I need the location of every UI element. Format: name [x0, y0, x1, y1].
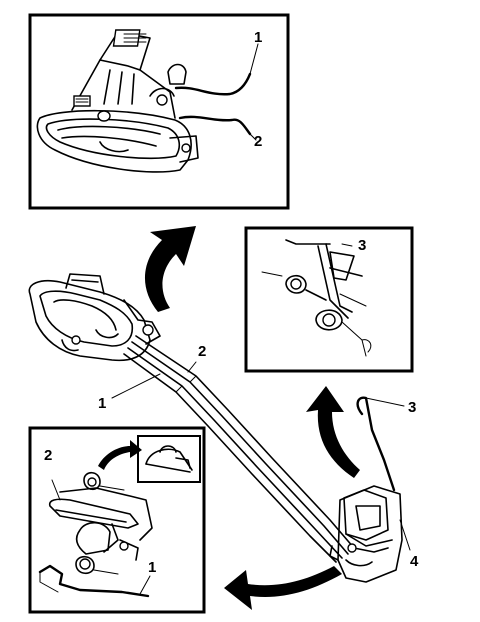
top-inset: 1 2 — [28, 13, 290, 210]
rod-1-bottom — [38, 564, 150, 598]
right-inset-frame — [244, 226, 414, 373]
callout-top-1: 1 — [254, 29, 262, 46]
callout-main-3: 3 — [408, 399, 416, 416]
bottom-inset: 2 1 — [28, 426, 206, 614]
rod-3-main — [356, 396, 396, 492]
rod-2-main — [135, 335, 355, 549]
callout-bottom-2: 2 — [44, 447, 52, 464]
callout-main-4: 4 — [410, 553, 419, 570]
rod-1-top — [174, 72, 252, 96]
callout-main-1: 1 — [98, 395, 106, 412]
arrow-to-bottom-inset — [224, 566, 342, 610]
arrow-to-right-inset — [306, 386, 360, 478]
rods-main — [123, 335, 355, 563]
callout-bottom-1: 1 — [148, 559, 156, 576]
rod-2-top — [178, 115, 252, 136]
latch-assembly — [329, 485, 411, 583]
inside-handle-housing-top — [36, 29, 199, 173]
inside-handle-main — [28, 273, 161, 362]
right-inset: 3 — [244, 226, 414, 373]
callout-main-2: 2 — [198, 343, 206, 360]
rod-1-main — [127, 347, 343, 559]
callout-right-3: 3 — [358, 237, 366, 254]
arrow-to-top-inset — [144, 226, 196, 312]
callout-top-2: 2 — [254, 133, 262, 150]
